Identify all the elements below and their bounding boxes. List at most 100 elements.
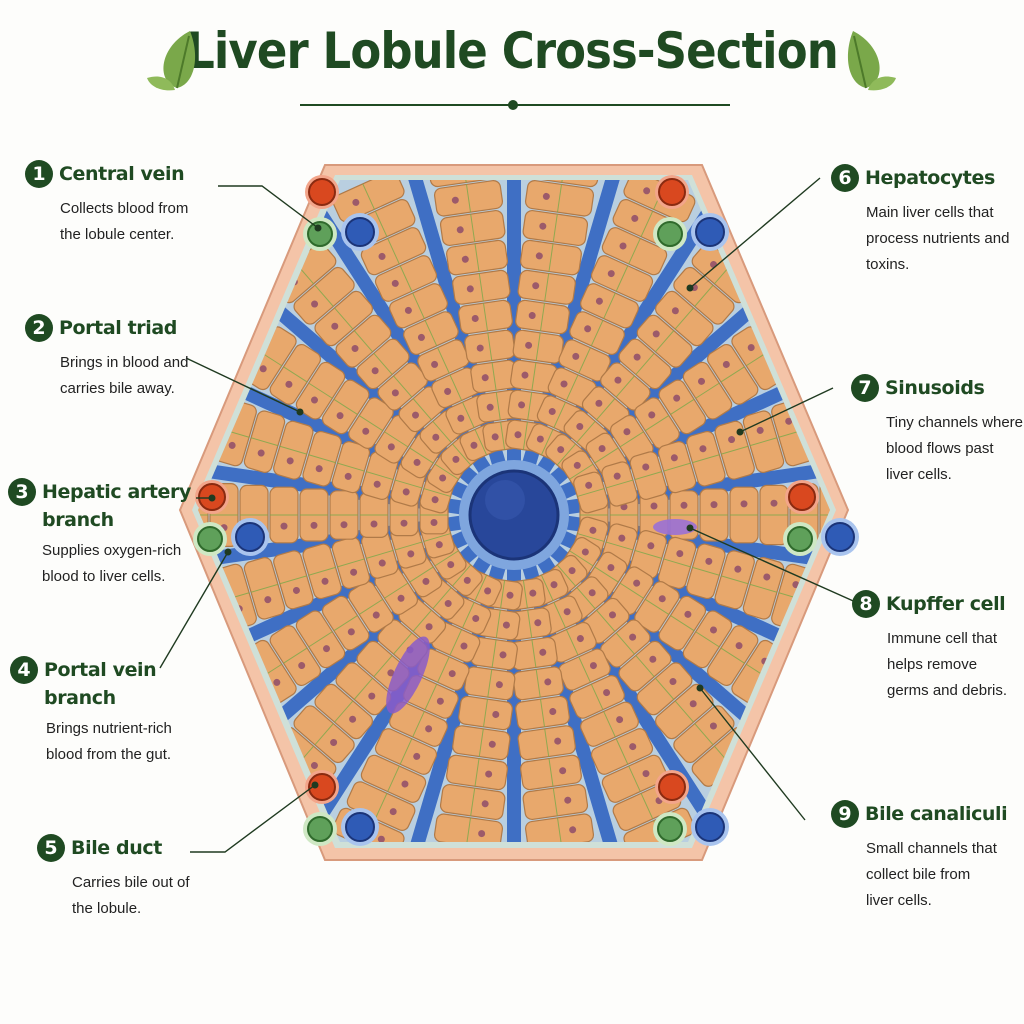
label-number: 9	[831, 800, 859, 828]
leaf-icon-left	[147, 31, 196, 91]
hepatocyte	[335, 314, 392, 368]
leader-line	[218, 185, 319, 229]
sinusoid	[301, 188, 521, 522]
bile-canaliculus	[474, 429, 488, 456]
title-divider-dot	[508, 100, 518, 110]
bile-canaliculus	[640, 210, 654, 237]
bile-canaliculus	[207, 696, 232, 713]
hepatocyte	[714, 550, 755, 610]
hepatocyte	[673, 266, 735, 325]
hepatocyte	[569, 311, 625, 355]
bile-canaliculus	[590, 683, 604, 710]
bile-canaliculus	[749, 437, 778, 447]
page-title: Liver Lobule Cross-Section	[186, 22, 839, 80]
hepatocyte	[269, 344, 321, 405]
label-number: 6	[831, 164, 859, 192]
bile-canaliculus	[544, 728, 550, 757]
sinusoid	[399, 508, 521, 842]
bile-canaliculus	[556, 443, 576, 466]
bile-canaliculus	[720, 366, 745, 383]
bile-canaliculus	[437, 347, 450, 374]
bile-canaliculus	[283, 366, 308, 383]
bile-canaliculus	[635, 352, 655, 375]
hepatocyte	[295, 361, 346, 420]
bile-canaliculus	[314, 284, 334, 307]
bile-canaliculus	[796, 696, 821, 713]
bile-canaliculus	[615, 265, 629, 292]
bile-canaliculus	[594, 447, 619, 464]
sinusoid	[507, 180, 629, 522]
hepatocyte	[682, 361, 733, 420]
leader-line	[689, 177, 821, 289]
hepatocyte	[636, 314, 693, 368]
leader-dot	[696, 684, 704, 692]
bile-canaliculus	[495, 609, 501, 638]
label-title: Hepatic artery branch	[42, 481, 191, 531]
bile-canaliculus	[337, 462, 365, 472]
bile-canaliculus	[644, 415, 670, 432]
bile-canaliculus	[487, 669, 493, 698]
bile-canaliculus	[596, 609, 616, 632]
portal-triads	[193, 175, 859, 846]
bile-canaliculus	[557, 184, 562, 213]
hepatocyte	[293, 266, 355, 325]
hepatocyte	[522, 209, 589, 247]
hepatocyte	[427, 180, 501, 188]
leader-line	[185, 357, 301, 413]
bile-canaliculus	[358, 415, 384, 432]
hepatocyte	[655, 683, 714, 740]
hepatocyte	[433, 180, 504, 217]
portal-triad	[303, 770, 379, 846]
hepatocyte	[742, 557, 785, 620]
hepatocyte	[601, 227, 668, 276]
bile-canaliculus	[412, 711, 425, 738]
label-title: Portal triad	[59, 317, 177, 339]
bile-canaliculus	[577, 488, 605, 497]
bile-canaliculus	[527, 392, 533, 421]
hepatocyte	[452, 269, 511, 305]
bile-canaliculus	[353, 330, 373, 353]
hepatocyte	[346, 781, 416, 831]
hepatocyte	[759, 484, 789, 546]
bile-canaliculus	[576, 587, 596, 610]
bile-canaliculus	[333, 615, 358, 632]
hepatocyte	[515, 695, 570, 731]
hepatocyte	[655, 290, 714, 347]
bile-duct	[657, 816, 683, 842]
bile-canaliculus	[250, 583, 279, 593]
bile-canaliculus	[522, 421, 528, 450]
hepatocyte	[374, 728, 438, 775]
bile-canaliculus	[483, 303, 488, 331]
bile-canaliculus	[466, 184, 471, 213]
hepatocyte	[452, 725, 511, 761]
bile-canaliculus	[434, 550, 459, 567]
hepatocyte	[302, 543, 342, 600]
hepatocyte	[569, 675, 625, 719]
bile-canaliculus	[635, 655, 655, 678]
leader-dot	[311, 781, 319, 789]
hepatocyte	[658, 379, 707, 435]
bile-canaliculus	[434, 463, 459, 480]
hepatocyte	[470, 359, 518, 394]
hepatocyte	[464, 329, 516, 364]
hepatocyte	[439, 209, 506, 247]
bile-canaliculus	[470, 214, 476, 242]
hepatocyte	[431, 621, 481, 663]
bile-canaliculus	[565, 629, 579, 656]
hepatocyte	[779, 290, 830, 361]
portal-vein-branch	[345, 812, 375, 842]
bile-canaliculus	[615, 738, 629, 765]
hepatocyte	[360, 227, 427, 276]
bile-canaliculus	[495, 392, 501, 421]
bile-canaliculus	[478, 728, 484, 757]
bile-canaliculus	[409, 447, 434, 464]
bile-canaliculus	[540, 303, 545, 331]
hepatocyte	[470, 636, 518, 671]
label-title: Bile duct	[71, 837, 162, 859]
hepatocyte	[609, 566, 654, 616]
label-title: Sinusoids	[885, 377, 985, 399]
bile-canaliculus	[531, 639, 537, 668]
bile-canaliculus	[462, 401, 475, 428]
